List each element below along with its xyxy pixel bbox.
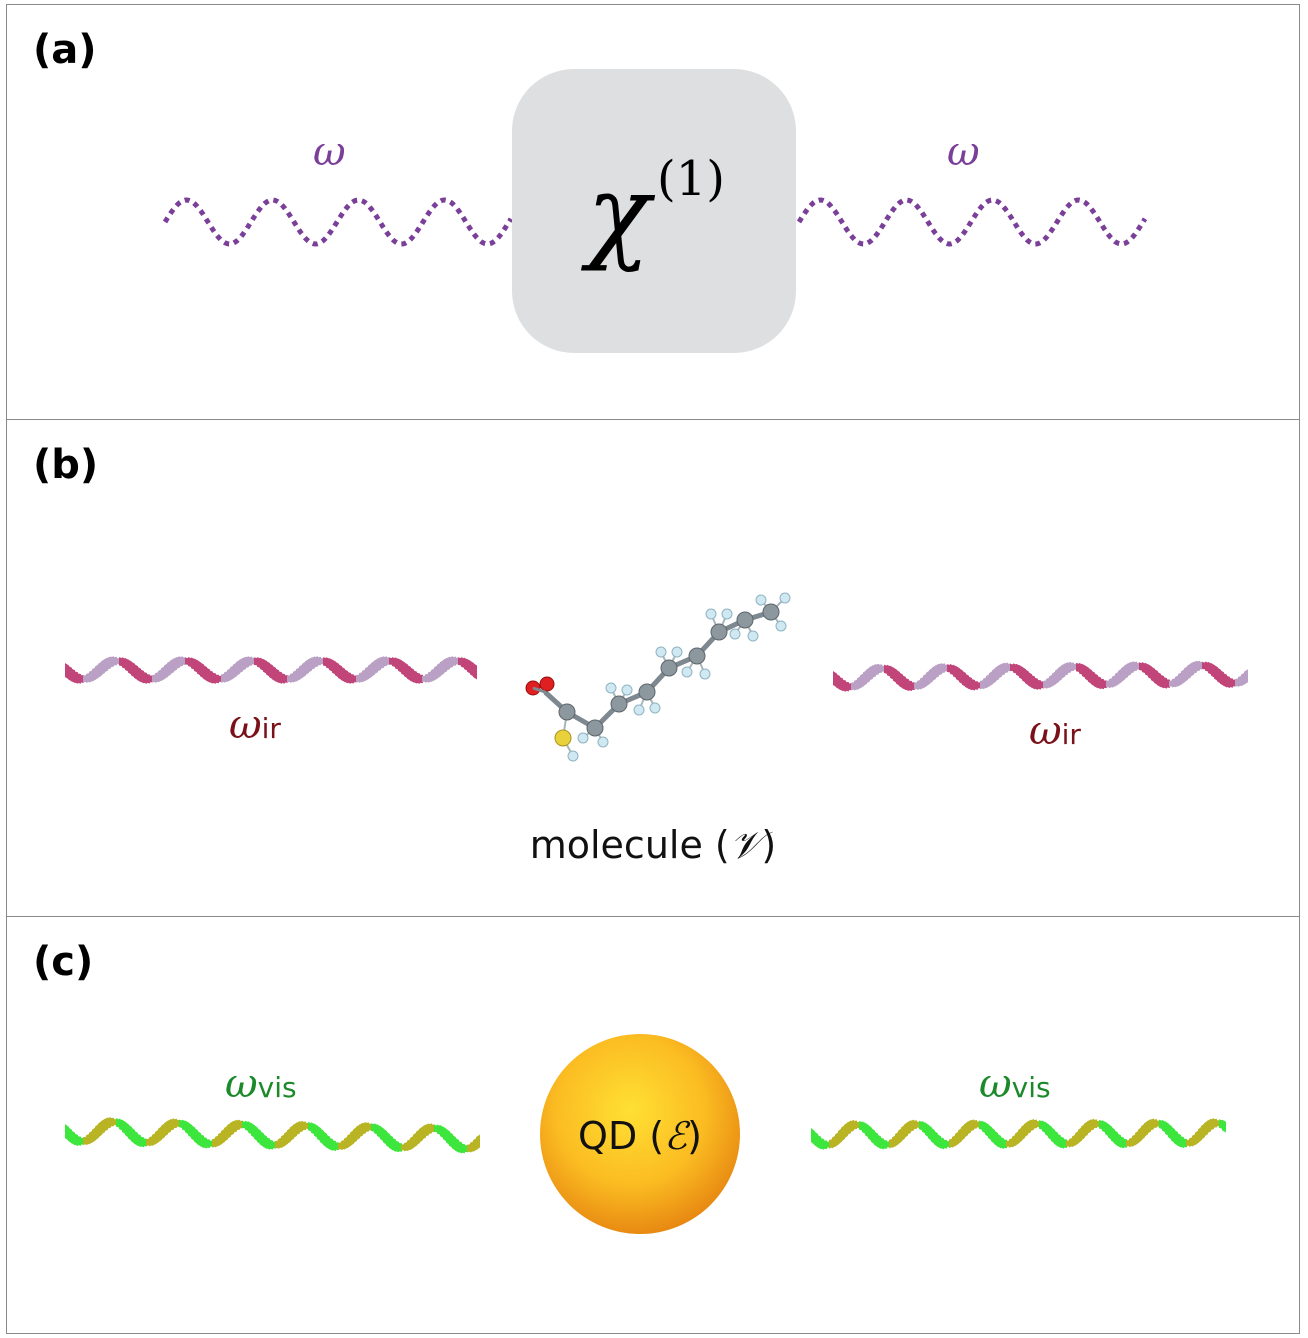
ir-ribbon-incoming — [65, 656, 477, 684]
panel-b-diagram: ωir ωir molecule (𝒱) — [65, 592, 1248, 867]
ir-freq-label-out: ωir — [1029, 708, 1081, 754]
ribbon-segment — [1222, 1119, 1226, 1133]
molecule-model — [525, 592, 791, 762]
panel-c: (c) QD (ℰ) ωvis ωvis — [6, 916, 1300, 1334]
ribbon-segment — [1244, 669, 1248, 685]
ir-freq-label-in: ωir — [229, 702, 281, 748]
vis-freq-label-out: ωvis — [979, 1061, 1051, 1107]
panel-label-a: (a) — [33, 27, 97, 73]
vis-freq-label-in: ωvis — [225, 1061, 297, 1107]
freq-label-in: ω — [313, 129, 346, 175]
incoming-wave — [162, 197, 514, 247]
susceptibility-box — [512, 69, 796, 353]
panel-label-c: (c) — [33, 939, 94, 985]
molecule-caption: molecule (𝒱) — [530, 823, 777, 867]
panel-label-b: (b) — [33, 442, 99, 488]
chi-symbol: χ — [580, 152, 656, 274]
ribbon-segment — [476, 1134, 480, 1151]
panel-a-diagram: χ (1) ω ω — [162, 69, 1148, 353]
panel-c-diagram: QD (ℰ) ωvis ωvis — [65, 1034, 1226, 1234]
panel-b: (b) — [6, 419, 1300, 917]
quantum-dot — [540, 1034, 740, 1234]
chi-superscript: (1) — [657, 151, 725, 207]
ir-ribbon-outgoing — [833, 660, 1248, 692]
panel-a: (a) χ (1) ω ω — [6, 4, 1300, 420]
vis-ribbon-outgoing — [811, 1118, 1226, 1150]
vis-ribbon-incoming — [65, 1117, 480, 1154]
freq-label-out: ω — [947, 129, 980, 175]
quantum-dot-label: QD (ℰ) — [578, 1114, 702, 1158]
outgoing-wave — [796, 197, 1148, 247]
ribbon-segment — [473, 663, 477, 680]
